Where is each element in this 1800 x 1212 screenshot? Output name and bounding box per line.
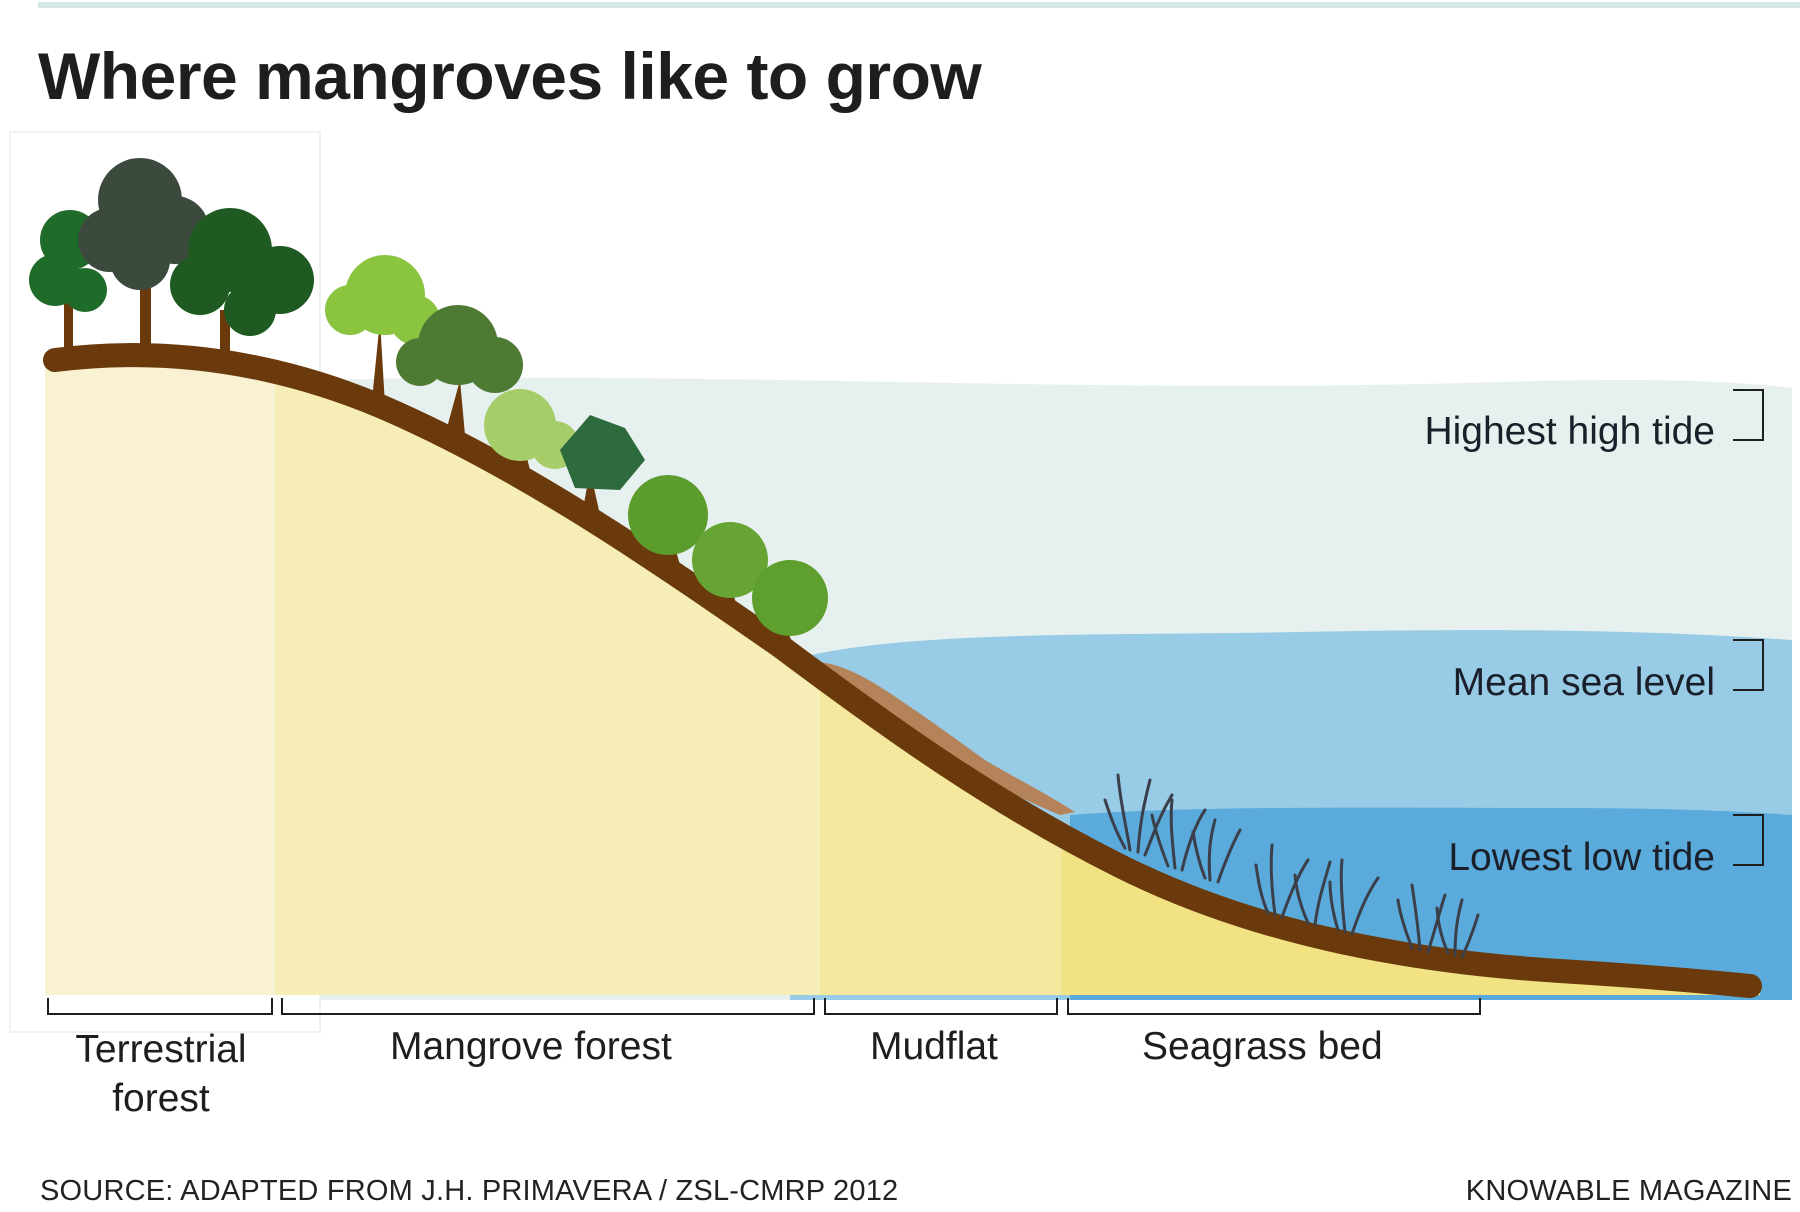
seagrass-icon bbox=[1293, 860, 1332, 927]
tide-label-highest: Highest high tide bbox=[1424, 410, 1715, 453]
seagrass-icon bbox=[1435, 898, 1480, 959]
tree-icon bbox=[752, 560, 828, 648]
tree-icon bbox=[78, 158, 209, 290]
terrestrial-trees bbox=[29, 158, 314, 360]
tree-icon bbox=[396, 305, 523, 435]
tide-markers bbox=[1733, 389, 1764, 866]
page-title: Where mangroves like to grow bbox=[38, 39, 982, 113]
mangrove-trees bbox=[325, 255, 828, 648]
seagrass-icon bbox=[1103, 773, 1174, 857]
zone-label-mudflat: Mudflat bbox=[870, 1025, 998, 1068]
soil-band bbox=[43, 343, 1762, 998]
seagrass-clumps bbox=[1103, 773, 1480, 959]
zone-label-terrestrial-line2: forest bbox=[112, 1077, 210, 1120]
seagrass-icon bbox=[1150, 798, 1207, 872]
seagrass-bracket bbox=[1067, 998, 1481, 1015]
zone-label-seagrass: Seagrass bed bbox=[1142, 1025, 1383, 1068]
mean-sea-level-marker bbox=[1733, 639, 1764, 691]
top-rule bbox=[38, 2, 1800, 8]
zone-label-terrestrial: Terrestrial forest bbox=[66, 1025, 256, 1123]
highest-high-tide-marker bbox=[1733, 389, 1764, 441]
mangrove-bracket bbox=[281, 998, 815, 1015]
seagrass-icon bbox=[1191, 818, 1242, 884]
tree-icon bbox=[325, 255, 440, 405]
tide-label-mean: Mean sea level bbox=[1452, 661, 1715, 704]
publisher-credit: KNOWABLE MAGAZINE bbox=[1465, 1175, 1792, 1207]
source-credit: SOURCE: ADAPTED FROM J.H. PRIMAVERA / ZS… bbox=[40, 1175, 899, 1207]
seagrass-icon bbox=[1328, 858, 1380, 936]
seagrass-icon bbox=[1254, 843, 1310, 919]
terrestrial-bracket bbox=[47, 998, 273, 1015]
zone-label-terrestrial-line1: Terrestrial bbox=[75, 1028, 247, 1071]
zone-label-mangrove: Mangrove forest bbox=[390, 1025, 672, 1068]
zone-brackets bbox=[47, 998, 1481, 1015]
tide-label-lowest: Lowest low tide bbox=[1448, 836, 1715, 879]
tree-icon bbox=[692, 522, 768, 607]
tree-icon bbox=[170, 208, 314, 336]
tree-icon bbox=[560, 415, 645, 515]
zone-terrestrial-soil bbox=[45, 357, 275, 995]
tree-icon bbox=[628, 475, 708, 565]
tree-icon bbox=[484, 389, 579, 470]
mudflat-bracket bbox=[824, 998, 1058, 1015]
lowest-low-tide-marker bbox=[1733, 814, 1764, 866]
